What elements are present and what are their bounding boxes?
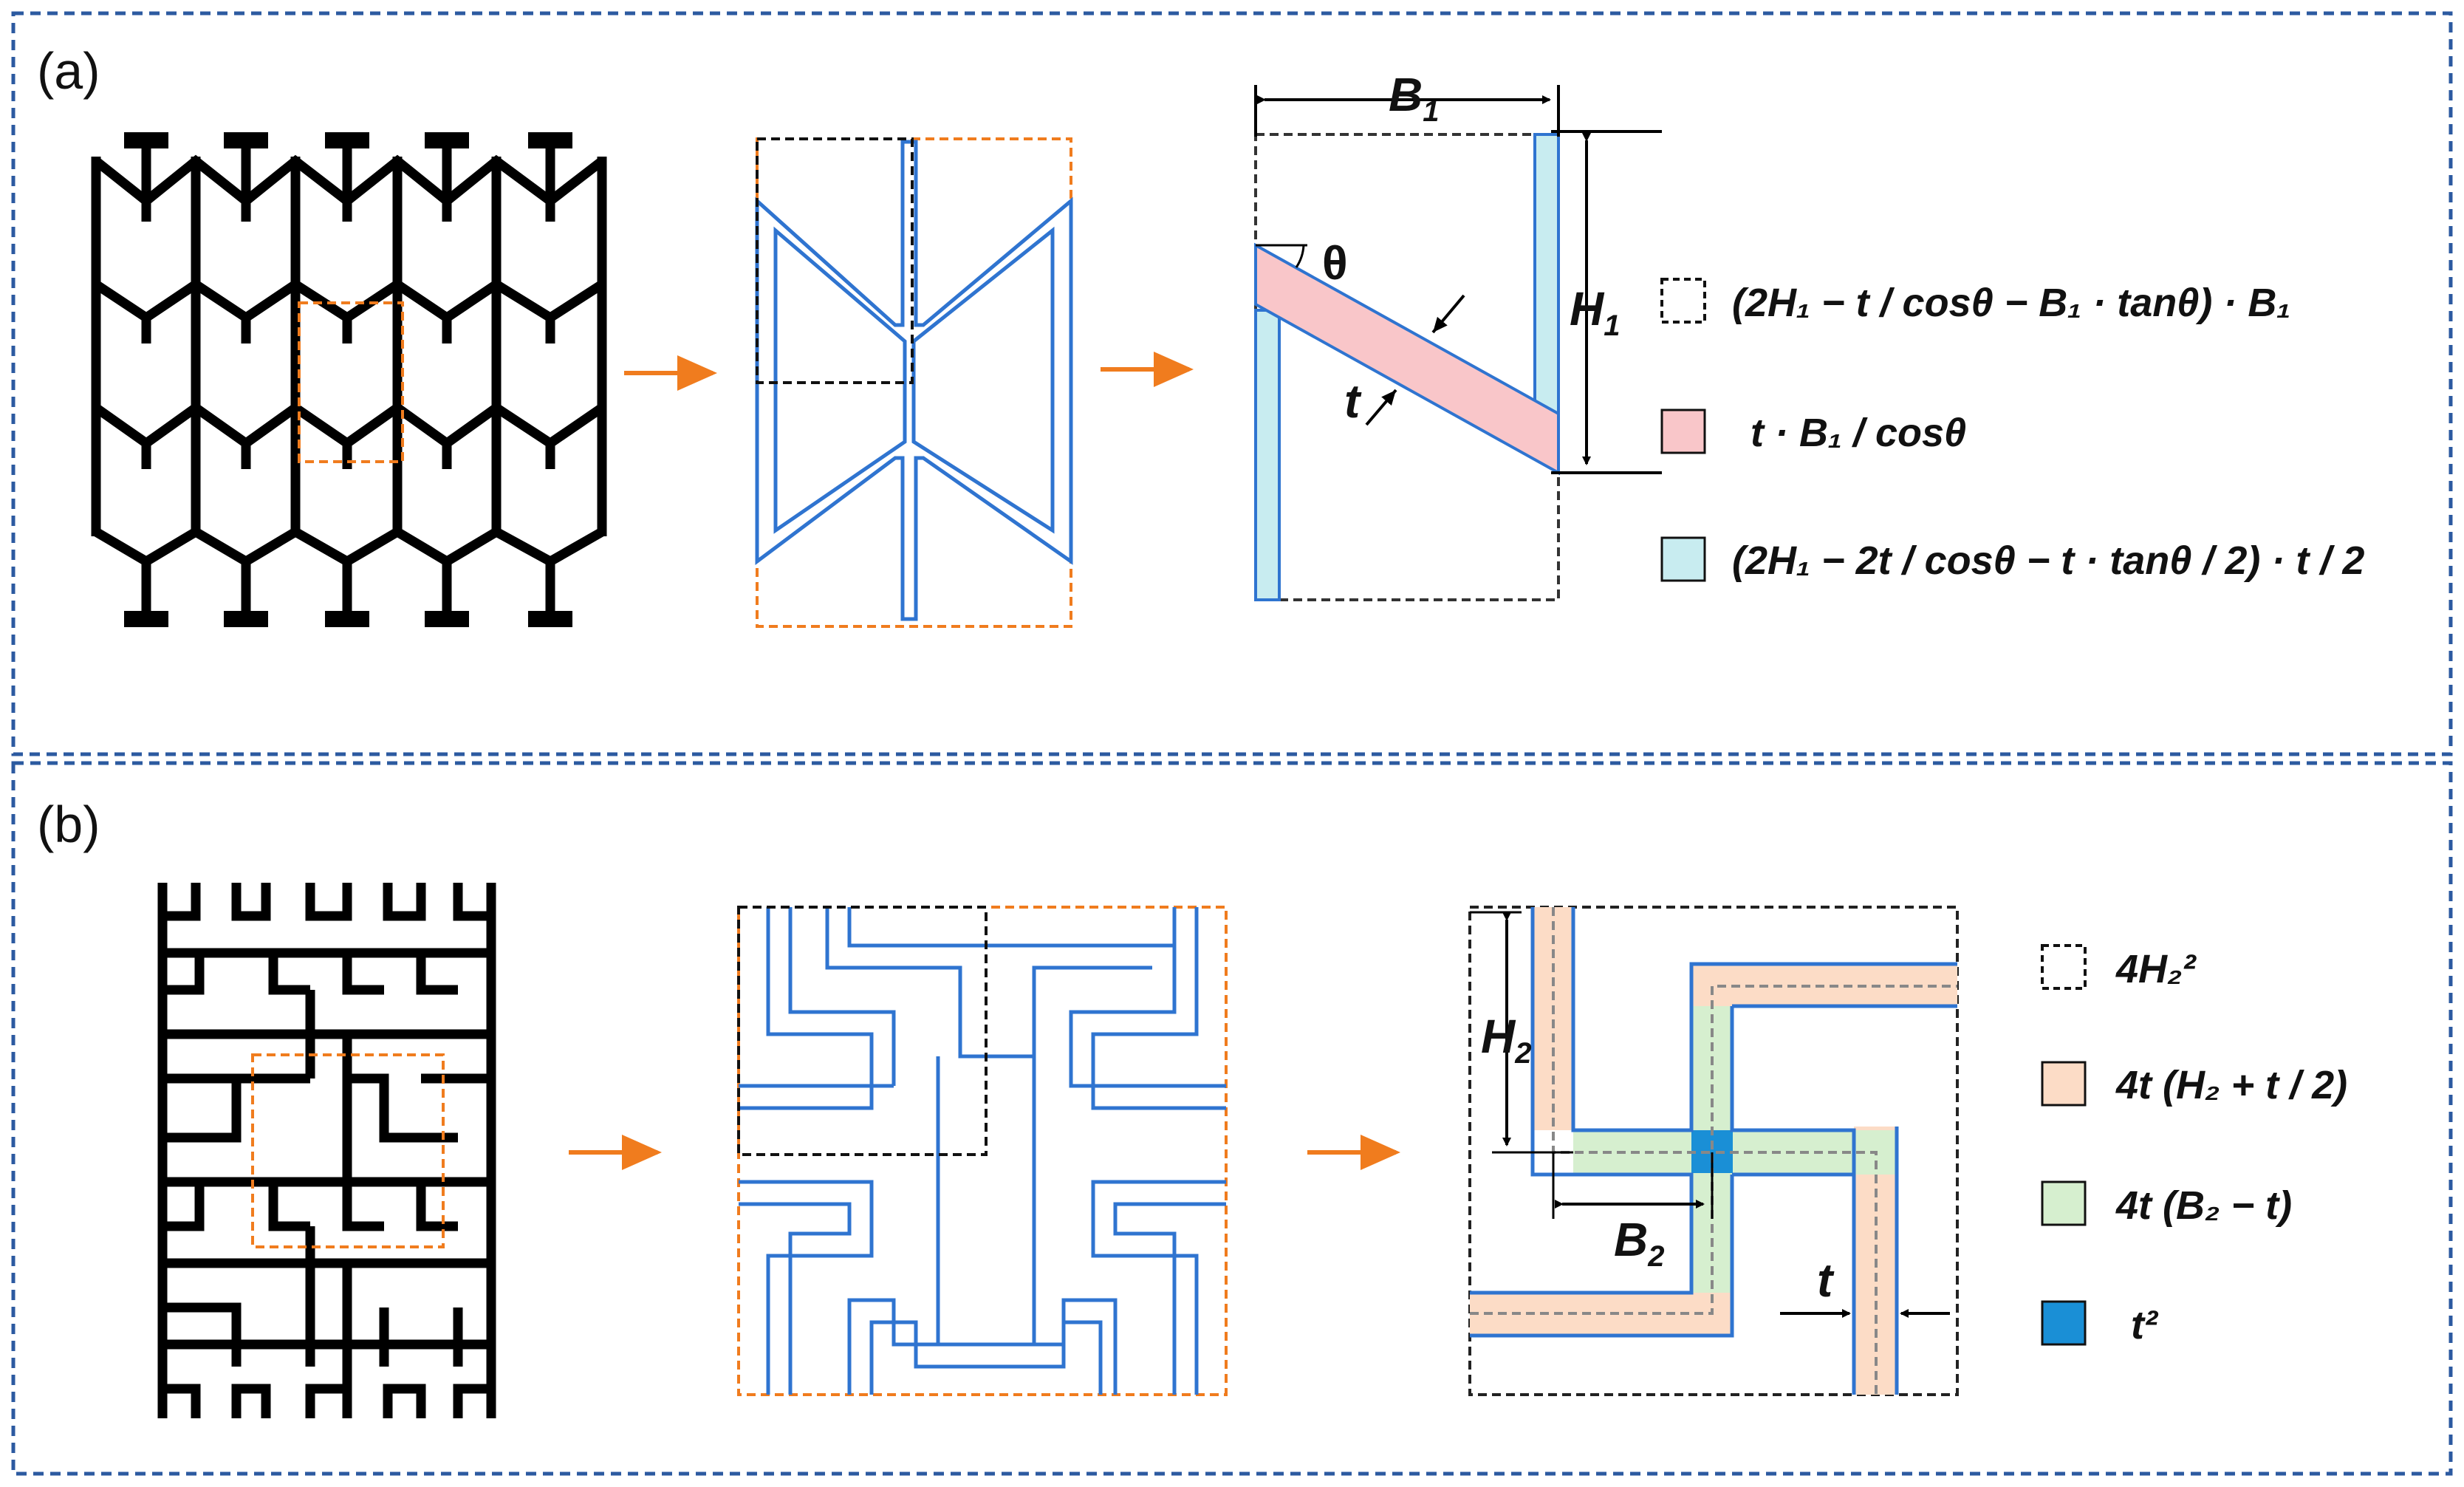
unit-cell-a bbox=[755, 137, 1073, 628]
lattice-a-unit-cell-highlight bbox=[298, 301, 404, 463]
legend-a-swatch-2 bbox=[1660, 409, 1706, 454]
legend-a-formula-1: (2H₁ − t / cosθ − B₁ · tanθ) · B₁ bbox=[1732, 281, 2290, 325]
label-h1: H1 bbox=[1570, 282, 1620, 342]
panel-b-label: (b) bbox=[37, 796, 100, 853]
legend-b-swatch-2 bbox=[2041, 1061, 2087, 1107]
geometry-detail-b: H2 B2 t bbox=[1468, 906, 1959, 1396]
thickness-arrow-top bbox=[1431, 294, 1465, 334]
label-t-b: t bbox=[1817, 1254, 1835, 1307]
unit-cell-b-walls bbox=[739, 907, 1226, 1395]
legend-a-swatch-3 bbox=[1660, 536, 1706, 582]
detail-b-walls bbox=[1470, 907, 1957, 1395]
panel-a-label: (a) bbox=[37, 42, 100, 100]
label-h2: H2 bbox=[1481, 1010, 1531, 1070]
reentrant-lattice bbox=[91, 132, 607, 627]
unit-cell-a-outline bbox=[756, 137, 1072, 628]
unit-cell-b bbox=[737, 906, 1228, 1396]
lattice-b-unit-cell-highlight bbox=[251, 1053, 445, 1248]
legend-b: 4H₂² 4t (H₂ + t / 2) 4t (B₂ − t) t² bbox=[2041, 944, 2347, 1347]
vertical-strut-left bbox=[1254, 309, 1281, 601]
vertical-strut-right bbox=[1533, 133, 1560, 415]
legend-a-formula-2: t · B₁ / cosθ bbox=[1751, 411, 1966, 455]
arm-top-left bbox=[1533, 907, 1573, 1130]
label-t-a: t bbox=[1344, 375, 1362, 428]
legend-a-formula-3: (2H₁ − 2t / cosθ − t · tanθ / 2) · t / 2 bbox=[1732, 539, 2364, 583]
unit-cell-b-sub-region bbox=[737, 906, 988, 1156]
legend-a-swatch-1 bbox=[1660, 278, 1706, 324]
legend-b-formula-3: 4t (B₂ − t) bbox=[2115, 1183, 2292, 1228]
detail-b-centerlines bbox=[1470, 907, 1957, 1395]
lattice-bottom-caps bbox=[124, 561, 572, 627]
legend-a: (2H₁ − t / cosθ − B₁ · tanθ) · B₁ t · B₁… bbox=[1660, 278, 2364, 583]
maze-lattice bbox=[157, 883, 496, 1418]
legend-b-swatch-1 bbox=[2041, 944, 2087, 990]
label-b2: B2 bbox=[1614, 1213, 1664, 1273]
legend-b-formula-2: 4t (H₂ + t / 2) bbox=[2115, 1063, 2347, 1107]
unit-cell-a-sub-region bbox=[756, 137, 914, 384]
inclined-strut bbox=[1254, 242, 1560, 476]
legend-b-swatch-3 bbox=[2041, 1180, 2087, 1226]
unit-cell-b-outline bbox=[737, 906, 1228, 1396]
panel-b-frame bbox=[11, 761, 2453, 1476]
panel-a-frame bbox=[11, 11, 2453, 756]
geometry-detail-a: B1 H1 θ t bbox=[1254, 68, 1662, 601]
lattice-top-caps bbox=[124, 132, 572, 201]
legend-b-swatch-4 bbox=[2041, 1300, 2087, 1346]
label-b1: B1 bbox=[1389, 68, 1439, 128]
thickness-arrow-bottom bbox=[1365, 389, 1397, 426]
legend-b-formula-4: t² bbox=[2131, 1303, 2159, 1347]
detail-b-boundary bbox=[1468, 906, 1959, 1396]
legend-b-formula-1: 4H₂² bbox=[2115, 947, 2197, 991]
unit-cell-a-walls bbox=[755, 140, 1073, 621]
label-theta: θ bbox=[1322, 236, 1348, 290]
